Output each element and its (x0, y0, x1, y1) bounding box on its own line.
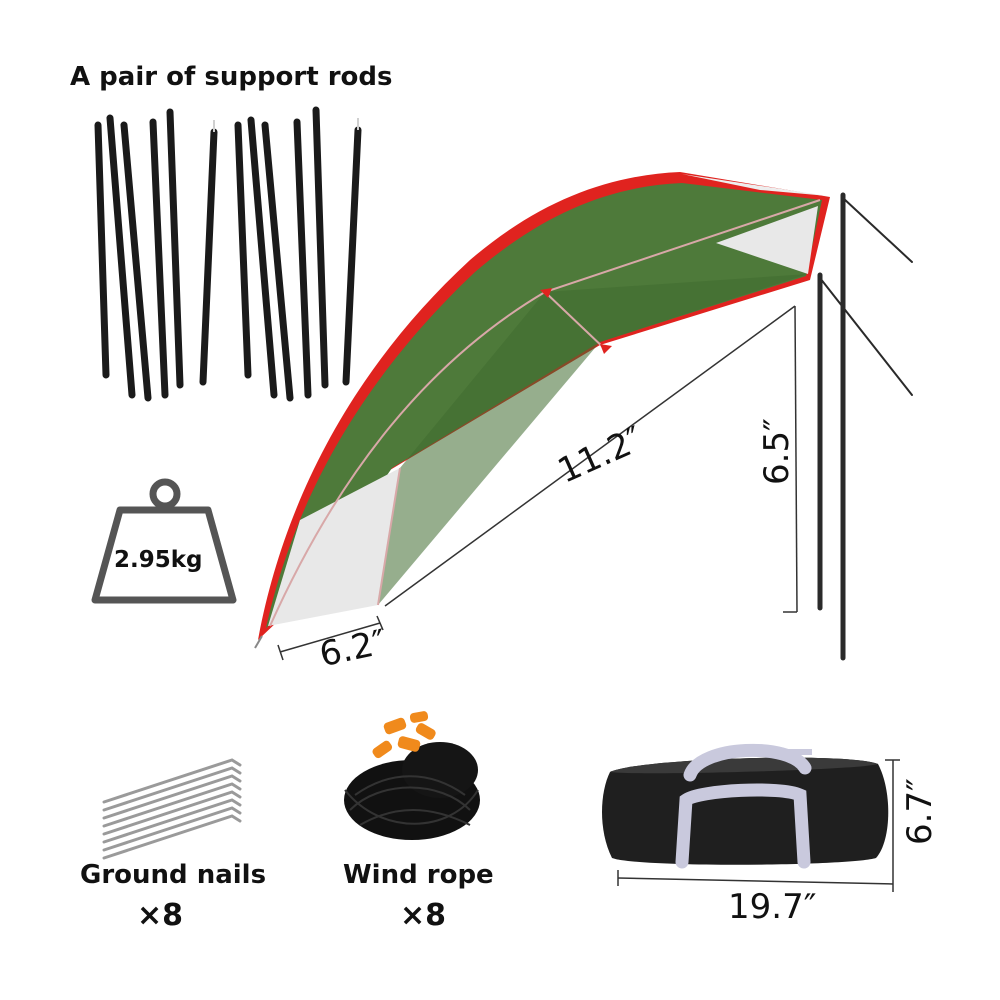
rod (166, 108, 184, 389)
wind-rope-label: Wind rope (343, 860, 494, 890)
awning-poles (817, 192, 913, 661)
rod (234, 121, 252, 379)
bag-height-dimension: 6.7″ (900, 778, 940, 845)
rod (312, 106, 329, 389)
ground-nails-count: ×8 (137, 898, 184, 933)
dimension-lines (277, 305, 900, 892)
rod (199, 128, 218, 386)
rod (342, 126, 362, 386)
rod (106, 114, 136, 399)
weight-icon (91, 478, 237, 604)
rod (247, 116, 278, 399)
rod (293, 118, 312, 399)
weight-value: 2.95kg (114, 547, 203, 573)
support-rods-title: A pair of support rods (70, 62, 393, 92)
support-rods (94, 106, 362, 402)
rod (149, 118, 169, 399)
wind-rope-count: ×8 (400, 898, 447, 933)
pole-height-dimension: 6.5″ (757, 418, 797, 485)
rod (120, 121, 152, 402)
wind-rope (344, 711, 480, 840)
ground-nails-label: Ground nails (80, 860, 267, 890)
bag-length-dimension: 19.7″ (728, 887, 817, 927)
carry-bag (602, 743, 889, 869)
rod (94, 121, 110, 379)
ground-nails (102, 758, 242, 860)
rod (261, 121, 294, 402)
awning-canopy (254, 172, 830, 649)
